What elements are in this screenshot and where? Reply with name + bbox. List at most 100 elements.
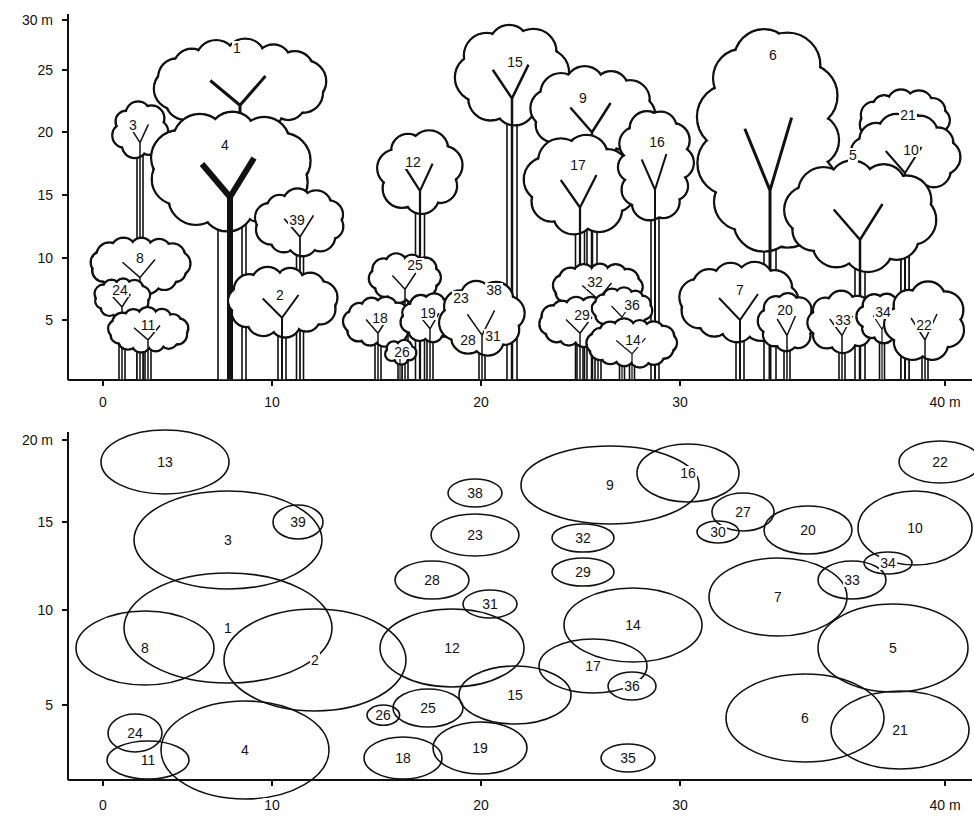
axis-label: 0 [98,395,108,409]
crown-projection: 38 [447,478,503,508]
tree-number: 36 [623,298,641,312]
branch [134,326,160,380]
crown-ellipse [521,446,699,524]
crown-projection: 19 [432,721,528,775]
tree-number: 11 [140,753,157,767]
crown-ellipse [463,590,517,618]
crown-projection: 14 [563,587,703,663]
tree-number: 14 [624,333,642,347]
crown-projection: 29 [551,557,615,587]
crown-ellipse [818,561,886,599]
tree [439,281,524,380]
crown-ellipse [367,705,400,725]
axis-label: 0 [98,798,108,812]
tree-number: 10 [902,143,920,157]
crown-ellipse [364,737,442,779]
crown-ellipse [709,558,847,636]
branch [777,316,795,380]
crown-projection: 18 [363,736,443,780]
crown-ellipse [552,524,614,552]
crown-projection: 15 [458,665,572,725]
axis-label: 10 [36,603,54,617]
tree-number: 24 [111,283,129,297]
tree-number: 3 [128,118,138,132]
crown-ellipse [393,689,463,727]
tree-number: 34 [879,556,897,570]
crown-projection: 30 [696,520,740,544]
tree-number: 22 [931,455,949,469]
tree-number: 6 [800,711,810,725]
crown-projection: 13 [100,429,230,495]
crown-fill [390,346,410,358]
tree-number: 32 [586,275,604,289]
tree-number: 6 [768,48,778,62]
crown-projection: 4 [160,700,330,800]
branch [911,314,937,380]
crown-ellipse [134,491,322,589]
tree-number: 28 [423,573,441,587]
crown-projection: 2 [223,608,407,712]
tree-number: 24 [126,726,144,740]
tree-number: 8 [135,251,145,265]
tree [108,307,188,380]
tree-number: 22 [915,318,933,332]
crown-projection: 6 [725,673,885,763]
tree-number: 12 [443,641,461,655]
crown-ellipse [124,573,332,683]
crown-projection: 7 [708,557,848,637]
crown-projection: 20 [763,505,853,555]
tree-number: 7 [773,590,783,604]
tree-number: 11 [140,318,157,332]
axis-label: 40 m [928,798,961,812]
tree-number: 9 [605,478,615,492]
crown-ellipse [564,588,702,662]
tree-number: 31 [481,597,499,611]
crown-ellipse [601,744,655,772]
crown-ellipse [864,552,912,574]
tree-number: 1 [223,621,233,635]
axis-label: 30 m [21,13,54,27]
crown-projection: 22 [898,440,974,484]
tree-number: 21 [891,723,909,737]
crown-projection: 33 [817,560,887,600]
tree [377,130,462,380]
tree-number: 1 [232,41,242,55]
axis-label: 10 [263,798,281,812]
tree-number: 2 [275,288,285,302]
crown-projection: 3 [133,490,323,590]
axis-label: 10 [36,251,54,265]
tree-number: 30 [709,525,727,539]
crown-ellipse [433,722,527,774]
tree-number: 20 [799,523,817,537]
tree-number: 5 [848,148,858,162]
tree-number: 4 [240,743,250,757]
tree-number: 4 [220,138,230,152]
crown-projection: 36 [607,671,657,701]
tree-number: 14 [624,618,642,632]
crown-ellipse [697,521,739,543]
tree-number: 33 [834,313,852,327]
tree-profile [91,25,964,380]
tree-number: 10 [906,521,924,535]
tree-number: 3 [223,533,233,547]
tree [758,293,816,380]
tree-number: 23 [452,291,470,305]
crown-projection: 25 [392,688,464,728]
axis-label: 15 [36,188,54,202]
branch [420,313,440,379]
crown-projection: 21 [830,690,970,770]
crown-ellipse [552,558,614,586]
tree-number: 28 [459,333,477,347]
tree-number: 21 [899,108,917,122]
crown-ellipse [764,506,852,554]
tree-number: 17 [569,158,587,172]
axis-label: 25 [36,63,54,77]
crown-ellipse [431,514,519,556]
tree-number: 13 [156,455,174,469]
crown-ellipse [395,561,469,599]
axes [62,14,972,786]
tree-number: 25 [406,258,424,272]
crown-projection: 35 [600,743,656,773]
